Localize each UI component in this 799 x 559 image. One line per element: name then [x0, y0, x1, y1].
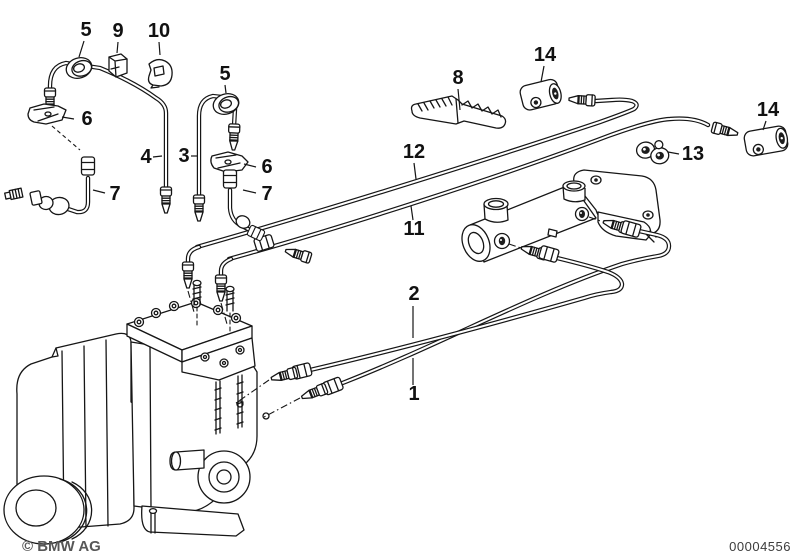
mounting-studs [192, 279, 235, 335]
callout-14-right[interactable]: 14 [757, 99, 780, 121]
brake-pipe-11 [226, 116, 711, 262]
front-left-line-assembly [4, 53, 173, 216]
grommet-5-left [62, 53, 96, 83]
bracket-6-left [27, 103, 67, 125]
callout-2[interactable]: 2 [408, 283, 419, 305]
flare-fitting [568, 93, 596, 107]
callout-9[interactable]: 9 [112, 20, 123, 42]
callout-7-left[interactable]: 7 [109, 183, 120, 205]
flare-fitting [710, 121, 740, 140]
callout-8[interactable]: 8 [452, 67, 463, 89]
abs-hydraulic-unit [3, 279, 270, 545]
document-number: 00004556 [729, 539, 791, 554]
clamp-10 [147, 58, 173, 87]
callout-14-top[interactable]: 14 [534, 44, 557, 66]
brake-hose-7-left [4, 175, 91, 216]
callout-7-right[interactable]: 7 [261, 183, 272, 205]
callout-1[interactable]: 1 [408, 383, 419, 405]
callout-5-front-right[interactable]: 5 [219, 63, 230, 85]
brake-pipe-2 [235, 255, 625, 404]
connector-14-right [743, 125, 789, 157]
callout-5-front-left[interactable]: 5 [80, 19, 91, 41]
brake-pipe-1 [263, 228, 672, 418]
clip-9 [108, 53, 128, 78]
callout-12[interactable]: 12 [403, 141, 425, 163]
callout-13[interactable]: 13 [682, 143, 704, 165]
abs-inlet-elbows [181, 244, 234, 325]
union-nut [537, 244, 561, 264]
flare-fitting [283, 244, 313, 265]
clip-13 [635, 140, 670, 165]
callouts: 5 9 10 5 6 4 3 6 7 7 8 14 14 13 12 11 2 … [61, 19, 780, 405]
front-right-line-assembly [192, 93, 266, 242]
callout-6-left[interactable]: 6 [81, 108, 92, 130]
brake-hose-7-right [227, 187, 266, 242]
clamp-rack-8 [410, 95, 507, 129]
callout-6-right[interactable]: 6 [261, 156, 272, 178]
callout-4[interactable]: 4 [140, 146, 152, 168]
callout-3[interactable]: 3 [178, 145, 189, 167]
bmw-watermark: © BMW AG [22, 538, 101, 555]
callout-11[interactable]: 11 [403, 218, 424, 240]
brake-pipe-12 [194, 97, 639, 250]
callout-10[interactable]: 10 [148, 20, 170, 42]
connector-14-top [519, 78, 562, 111]
bracket-6-right [210, 151, 249, 173]
